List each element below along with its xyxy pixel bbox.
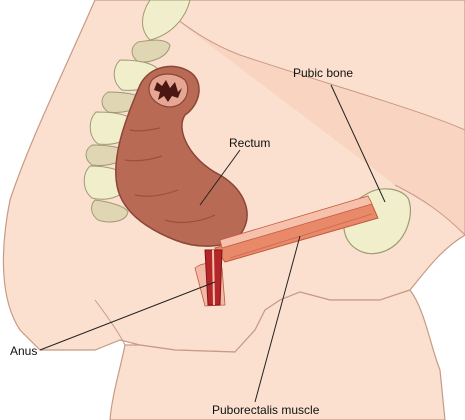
label-puborectalis: Puborectalis muscle: [212, 403, 319, 417]
label-anus: Anus: [10, 344, 37, 358]
label-rectum: Rectum: [229, 136, 270, 150]
label-pubic-bone: Pubic bone: [293, 66, 353, 80]
